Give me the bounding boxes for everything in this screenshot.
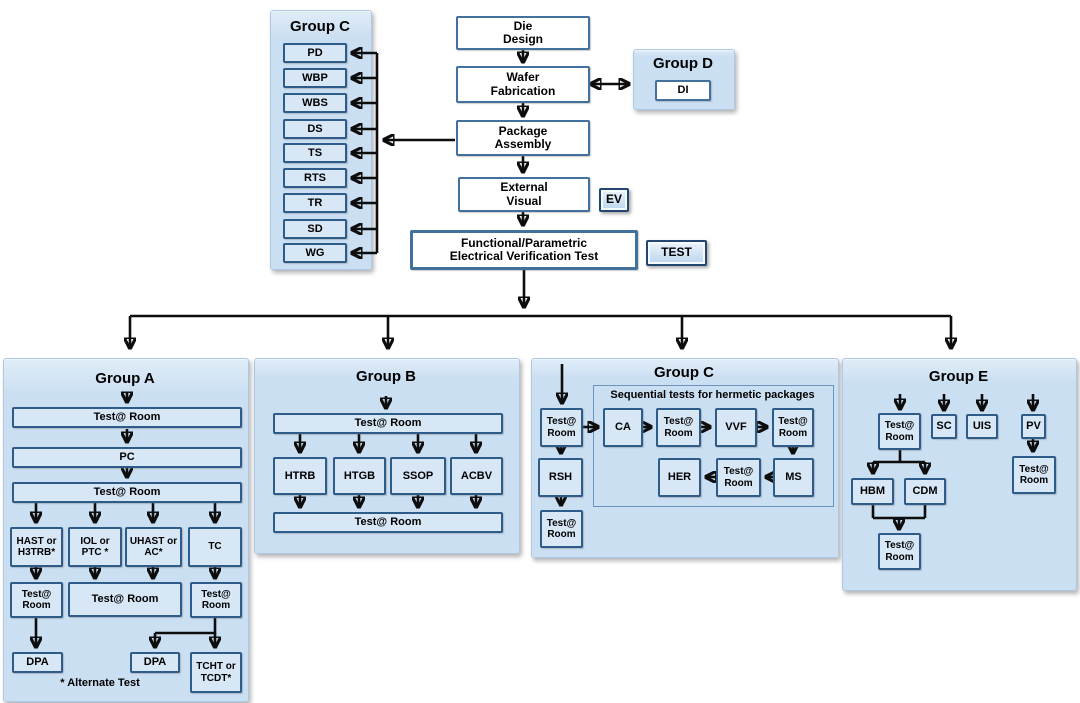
box-e-hbm: HBM [851, 478, 894, 505]
box-c-test-room-5: Test@ Room [716, 458, 761, 497]
pre-test-group-c-title: Group C [290, 18, 350, 35]
box-e-cdm: CDM [904, 478, 946, 505]
box-b-test-room-2: Test@ Room [273, 512, 503, 533]
box-e-test-room-1: Test@ Room [878, 413, 921, 450]
box-e-uis: UIS [966, 414, 998, 439]
box-di: DI [655, 80, 711, 101]
box-c-vvf: VVF [715, 408, 757, 447]
group-b-title: Group B [356, 368, 416, 385]
box-ds: DS [283, 119, 347, 139]
box-die-design: Die Design [456, 16, 590, 50]
group-a-title: Group A [95, 370, 155, 387]
box-e-test-room-3: Test@ Room [878, 533, 921, 570]
box-rts: RTS [283, 168, 347, 188]
box-a-test-room-1: Test@ Room [12, 407, 242, 428]
sequential-tests-note: Sequential tests for hermetic packages [610, 389, 815, 401]
box-wbp: WBP [283, 68, 347, 88]
box-c-test-room-2: Test@ Room [540, 510, 583, 548]
group-c-title: Group C [654, 364, 714, 381]
box-e-test-room-2: Test@ Room [1012, 456, 1056, 494]
box-a-test-room-4: Test@ Room [68, 582, 182, 617]
box-c-test-room-1: Test@ Room [540, 408, 583, 447]
box-external-visual: External Visual [458, 177, 590, 212]
box-a-tcht: TCHT or TCDT* [190, 652, 242, 693]
box-e-sc: SC [931, 414, 957, 439]
box-a-hast: HAST or H3TRB* [10, 527, 63, 567]
box-a-iol: IOL or PTC * [68, 527, 122, 567]
box-electrical-test: Functional/Parametric Electrical Verific… [410, 230, 638, 270]
box-b-htrb: HTRB [273, 457, 327, 495]
box-a-dpa-1: DPA [12, 652, 63, 673]
box-a-tc: TC [188, 527, 242, 567]
box-wbs: WBS [283, 93, 347, 113]
group-d-title: Group D [653, 55, 713, 72]
box-ts: TS [283, 143, 347, 163]
box-pd: PD [283, 43, 347, 63]
box-c-test-room-4: Test@ Room [772, 408, 814, 447]
box-b-test-room-1: Test@ Room [273, 413, 503, 434]
box-wg: WG [283, 243, 347, 263]
box-c-rsh: RSH [538, 458, 583, 497]
ev-tag: EV [599, 188, 629, 212]
box-b-acbv: ACBV [450, 457, 503, 495]
box-a-uhast: UHAST or AC* [125, 527, 182, 567]
box-e-pv: PV [1021, 414, 1046, 439]
alternate-test-footnote: * Alternate Test [60, 677, 140, 689]
box-b-htgb: HTGB [333, 457, 386, 495]
sequential-tests-container [593, 385, 834, 507]
box-c-ca: CA [603, 408, 643, 447]
box-c-her: HER [658, 458, 701, 497]
box-c-ms: MS [773, 458, 814, 497]
box-a-test-room-5: Test@ Room [190, 582, 242, 618]
box-sd: SD [283, 219, 347, 239]
box-a-dpa-2: DPA [130, 652, 180, 673]
box-a-test-room-2: Test@ Room [12, 482, 242, 503]
box-b-ssop: SSOP [390, 457, 446, 495]
test-tag: TEST [646, 240, 707, 266]
box-package-assembly: Package Assembly [456, 120, 590, 156]
box-a-pc: PC [12, 447, 242, 468]
box-a-test-room-3: Test@ Room [10, 582, 63, 618]
group-e-title: Group E [928, 368, 989, 385]
box-tr: TR [283, 193, 347, 213]
box-wafer-fabrication: Wafer Fabrication [456, 66, 590, 103]
box-c-test-room-3: Test@ Room [656, 408, 701, 447]
